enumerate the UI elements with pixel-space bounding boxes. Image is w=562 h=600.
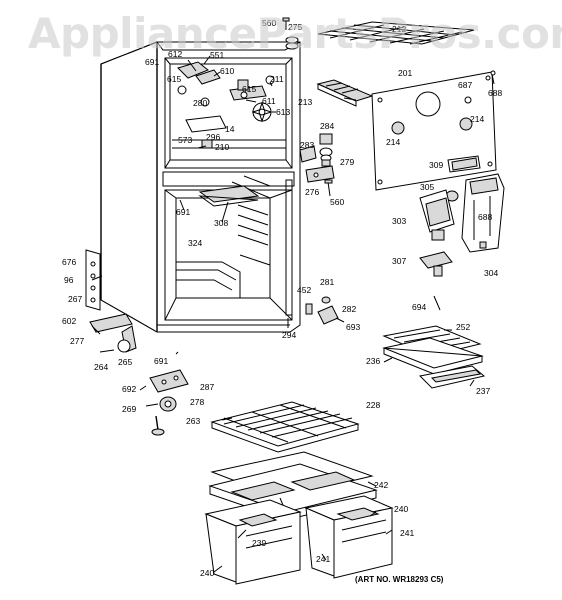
label-687: 687 [458, 80, 472, 90]
label-267: 267 [68, 294, 82, 304]
label-693: 693 [346, 322, 360, 332]
label-264: 264 [94, 362, 108, 372]
wire-shelf-228 [210, 401, 360, 453]
label-236: 236 [366, 356, 380, 366]
label-269: 269 [122, 404, 136, 414]
label-242: 242 [374, 480, 388, 490]
hinge-282 [317, 305, 339, 325]
label-211: 211 [270, 74, 284, 84]
label-688: 688 [478, 212, 492, 222]
label-14: 14 [225, 124, 235, 134]
freezer-shelf [198, 185, 260, 203]
part-number-labels: 560 275 212 691 612 551 610 615 280 615 … [62, 18, 502, 578]
label-694: 694 [412, 302, 426, 312]
label-560: 560 [330, 197, 344, 207]
label-239: 239 [252, 538, 266, 548]
plug-281 [321, 296, 331, 304]
label-615: 615 [242, 84, 256, 94]
freezer-components [177, 61, 275, 149]
label-691: 691 [145, 57, 159, 67]
label-279: 279 [340, 157, 354, 167]
hinge-bracket-287 [149, 369, 189, 393]
label-573: 573 [178, 135, 192, 145]
plug-452 [305, 303, 313, 315]
crisper-cover-assembly [382, 325, 486, 389]
label-602: 602 [62, 316, 76, 326]
freezer-back-panel [371, 71, 497, 191]
label-307: 307 [392, 256, 406, 266]
label-214: 214 [386, 137, 400, 147]
crisper-drawer-left [204, 499, 302, 585]
label-252: 252 [456, 322, 470, 332]
leader-lines [91, 55, 475, 573]
label-263: 263 [186, 416, 200, 426]
label-688: 688 [488, 88, 502, 98]
label-237: 237 [476, 386, 490, 396]
label-283: 283 [300, 140, 314, 150]
label-213: 213 [298, 97, 312, 107]
label-610: 610 [220, 66, 234, 76]
label-212: 212 [392, 24, 406, 34]
label-294: 294 [282, 330, 296, 340]
control-housing-303 [419, 189, 455, 241]
label-324: 324 [188, 238, 202, 248]
label-282: 282 [342, 304, 356, 314]
leveling-leg-263 [151, 415, 165, 436]
label-96: 96 [64, 275, 74, 285]
bottom-hinge [89, 313, 137, 353]
label-305: 305 [420, 182, 434, 192]
label-277: 277 [70, 336, 84, 346]
air-diffuser-304 [461, 173, 505, 253]
label-692: 692 [122, 384, 136, 394]
label-551: 551 [210, 50, 224, 60]
pin-694 [433, 295, 441, 311]
label-228: 228 [366, 400, 380, 410]
label-214: 214 [470, 114, 484, 124]
label-240: 240 [394, 504, 408, 514]
label-296: 296 [206, 132, 220, 142]
label-278: 278 [190, 397, 204, 407]
label-240: 240 [200, 568, 214, 578]
crisper-drawer-right [304, 495, 394, 579]
label-201: 201 [398, 68, 412, 78]
mounting-bracket [305, 165, 335, 183]
label-676: 676 [62, 257, 76, 267]
thermostat-parts [299, 133, 333, 167]
ice-tray [316, 79, 374, 107]
label-304: 304 [484, 268, 498, 278]
label-309: 309 [429, 160, 443, 170]
watermark: AppliancePartsPros.com [28, 9, 562, 58]
bracket-307 [419, 251, 453, 277]
art-number: (ART NO. WR18293 C5) [355, 575, 444, 584]
label-691: 691 [176, 207, 190, 217]
roller-278 [159, 396, 177, 412]
label-691: 691 [154, 356, 168, 366]
refrigerator-cabinet [100, 41, 301, 333]
label-241: 241 [400, 528, 414, 538]
label-210: 210 [215, 142, 229, 152]
label-613: 613 [276, 107, 290, 117]
label-452: 452 [297, 285, 311, 295]
screw-560-top [282, 17, 290, 30]
label-265: 265 [118, 357, 132, 367]
label-612: 612 [168, 49, 182, 59]
label-280: 280 [193, 98, 207, 108]
label-241: 241 [316, 554, 330, 564]
label-615: 615 [167, 74, 181, 84]
label-611: 611 [262, 96, 276, 106]
label-308: 308 [214, 218, 228, 228]
label-560: 560 [262, 18, 276, 28]
label-287: 287 [200, 382, 214, 392]
label-303: 303 [392, 216, 406, 226]
label-275: 275 [288, 22, 302, 32]
freezer-wire-shelf [317, 21, 475, 45]
label-281: 281 [320, 277, 334, 287]
label-284: 284 [320, 121, 334, 131]
label-276: 276 [305, 187, 319, 197]
